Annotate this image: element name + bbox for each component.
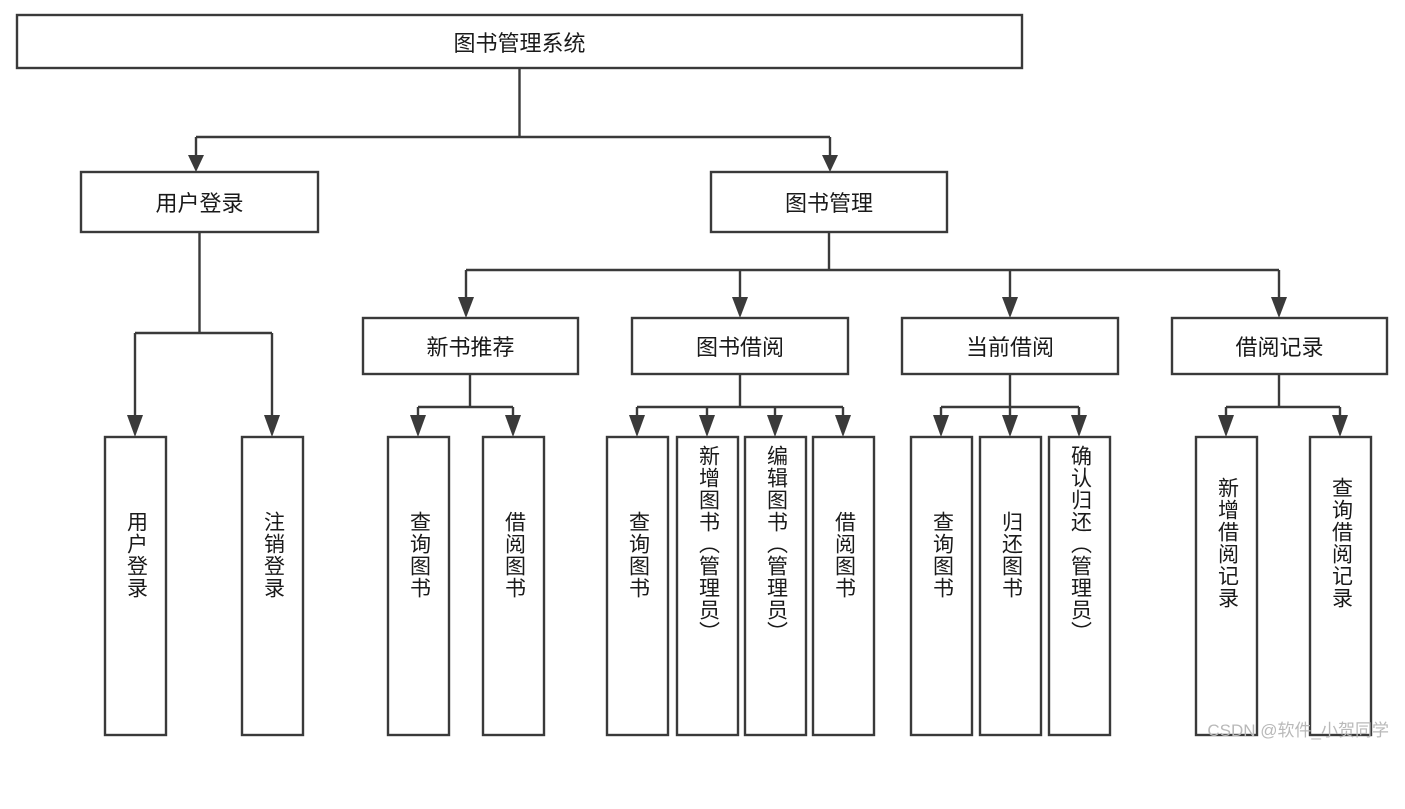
leaf-bb-edit-book[interactable] <box>743 435 808 737</box>
node-book-borrow[interactable] <box>630 316 850 376</box>
arrowhead-leaf-br-1 <box>1218 415 1234 437</box>
connector-user-login-to-leaves <box>133 232 274 418</box>
leaf-logout[interactable] <box>240 435 305 737</box>
leaf-bb-borrow-book[interactable] <box>811 435 876 737</box>
node-book-management[interactable] <box>709 170 949 234</box>
arrowhead-to-current-borrow <box>1002 297 1018 318</box>
arrowhead-to-new-book-recommend <box>458 297 474 318</box>
arrowhead-leaf-bb-2 <box>699 415 715 437</box>
arrowhead-to-leaf-user-login <box>127 415 143 437</box>
node-root-book-management-system[interactable] <box>15 13 1024 70</box>
connector-borrow-record-to-leaves <box>1224 374 1342 418</box>
arrowhead-leaf-cb-2 <box>1002 415 1018 437</box>
connector-current-borrow-to-leaves <box>939 374 1081 418</box>
leaf-user-login[interactable] <box>103 435 168 737</box>
node-borrow-record[interactable] <box>1170 316 1389 376</box>
connector-new-book-recommend-to-leaves <box>416 374 515 418</box>
leaf-nbr-query-book[interactable] <box>386 435 451 737</box>
leaf-cb-confirm-return[interactable] <box>1047 435 1112 737</box>
arrowhead-leaf-bb-3 <box>767 415 783 437</box>
arrowhead-to-user-login <box>188 155 204 172</box>
arrowhead-to-leaf-logout <box>264 415 280 437</box>
arrowhead-leaf-cb-1 <box>933 415 949 437</box>
leaf-nbr-borrow-book[interactable] <box>481 435 546 737</box>
node-user-login[interactable] <box>79 170 320 234</box>
leaf-cb-return-book[interactable] <box>978 435 1043 737</box>
arrowhead-leaf-bb-4 <box>835 415 851 437</box>
arrowhead-leaf-br-2 <box>1332 415 1348 437</box>
arrowhead-leaf-bb-1 <box>629 415 645 437</box>
node-new-book-recommend[interactable] <box>361 316 580 376</box>
leaf-br-query-record[interactable] <box>1308 435 1373 737</box>
org-chart-canvas <box>15 13 1389 737</box>
leaf-br-add-record[interactable] <box>1194 435 1259 737</box>
arrowhead-to-book-management <box>822 155 838 172</box>
arrowhead-to-book-borrow <box>732 297 748 318</box>
leaf-bb-add-book[interactable] <box>675 435 740 737</box>
arrowhead-leaf-nbr-2 <box>505 415 521 437</box>
connector-book-management-to-level3 <box>464 232 1281 300</box>
leaf-bb-query-book[interactable] <box>605 435 670 737</box>
node-current-borrow[interactable] <box>900 316 1120 376</box>
arrowhead-leaf-nbr-1 <box>410 415 426 437</box>
arrowhead-leaf-cb-3 <box>1071 415 1087 437</box>
leaf-cb-query-book[interactable] <box>909 435 974 737</box>
connector-book-borrow-to-leaves <box>635 374 845 418</box>
arrowhead-to-borrow-record <box>1271 297 1287 318</box>
connector-root-to-level2 <box>194 68 832 158</box>
